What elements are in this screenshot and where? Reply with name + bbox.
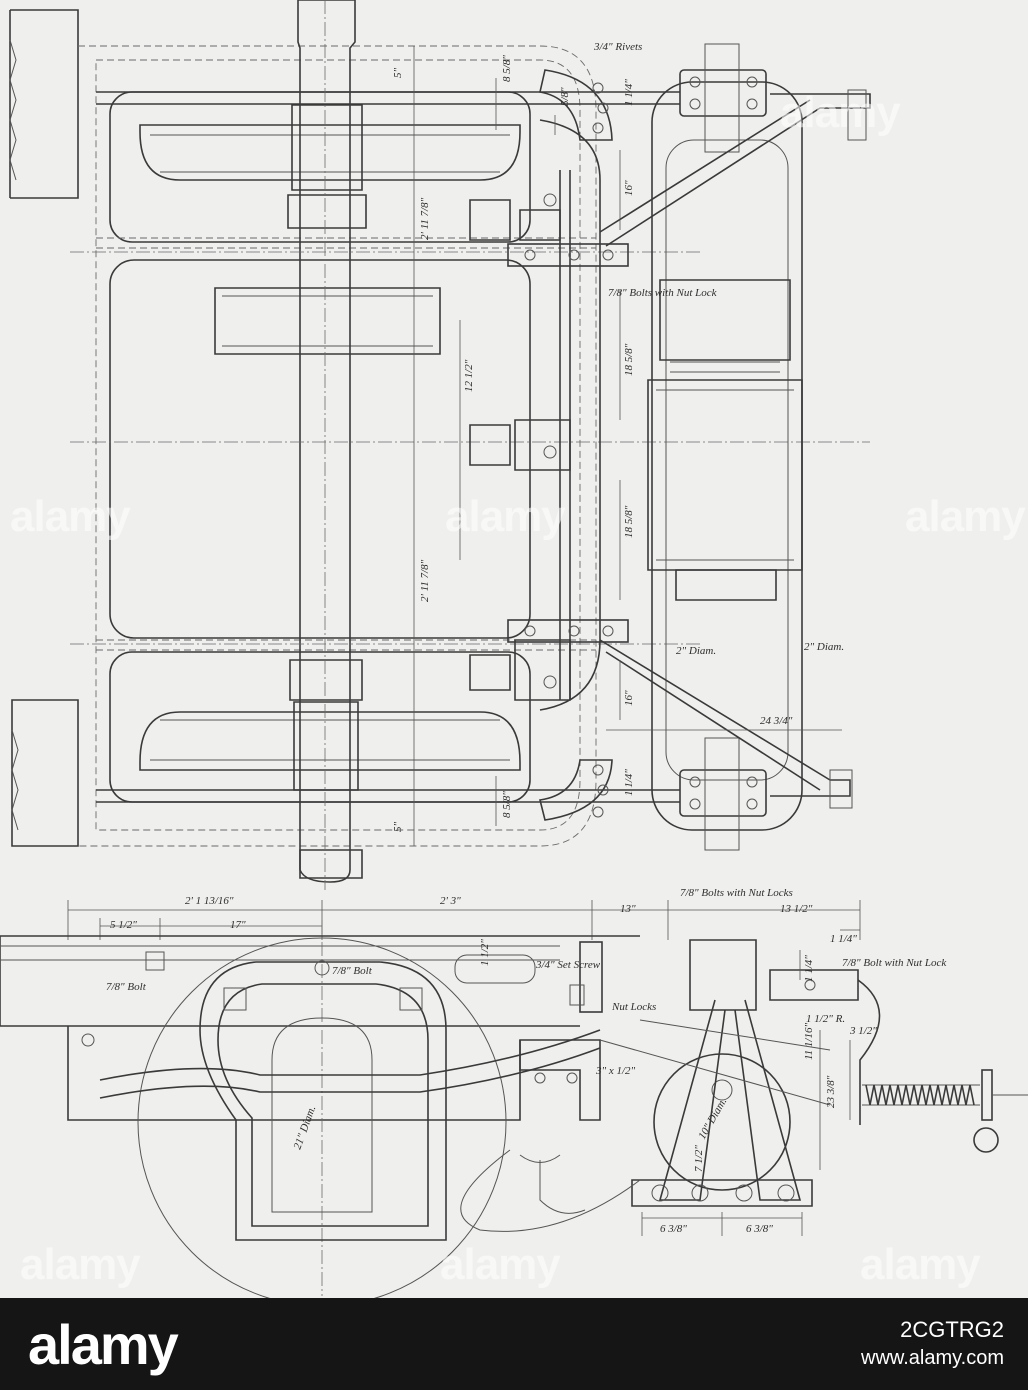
footer-bar: alamy 2CGTRG2 www.alamy.com: [0, 1298, 1028, 1390]
label-dim-1-1-4-right: 1 1/4": [830, 933, 857, 945]
label-dim-5-bottom: 5": [392, 822, 404, 833]
label-dim-13-1-2: 13 1/2": [780, 903, 813, 915]
axle: [297, 0, 356, 883]
label-dim-1-1-4-bottom: 1 1/4": [623, 769, 635, 796]
label-bar-3x1-2: 3" x 1/2": [595, 1065, 636, 1077]
adjusting-spring: [865, 1084, 975, 1106]
truck-frame-outline: [78, 45, 597, 847]
clamp-bottom: [679, 769, 767, 817]
motor-cylinder: [659, 279, 791, 361]
label-dim-16-bottom: 16": [623, 690, 635, 706]
label-dim-2-3: 2' 3": [440, 895, 461, 907]
label-dim-24-3-4: 24 3/4": [760, 715, 793, 727]
site-url[interactable]: www.alamy.com: [861, 1347, 1004, 1369]
label-dim-1-1-2: 1 1/2": [479, 939, 491, 966]
image-id: 2CGTRG2: [900, 1317, 1004, 1342]
label-bolt-left: 7/8" Bolt: [106, 981, 147, 993]
frame-box-middle: [109, 259, 531, 639]
pedestal: [199, 961, 447, 1241]
label-dim-2-11-7-8-bottom: 2' 11 7/8": [419, 559, 431, 602]
label-bolt-with-nut-lock: 7/8" Bolt with Nut Lock: [842, 957, 947, 969]
drawing-canvas: 3/4" Rivets 5" 8 5/8" 5/8" 1 1/4" 16" 2'…: [0, 0, 1028, 1298]
label-dim-12-1-2: 12 1/2": [463, 359, 475, 392]
label-dim-1-1-4-a: 1 1/4": [803, 955, 815, 982]
car-body-stub-bottom: [11, 699, 79, 847]
label-dim-5-1-2: 5 1/2": [110, 919, 137, 931]
label-nut-locks: Nut Locks: [611, 1001, 656, 1013]
label-dim-7-1-2: 7 1/2": [693, 1145, 705, 1172]
frame-box-top: [109, 91, 531, 243]
label-dim-8-5-8-bottom: 8 5/8": [501, 791, 513, 818]
bracket: [579, 941, 603, 1013]
label-dim-13: 13": [620, 903, 636, 915]
wheel-middle: [214, 287, 441, 355]
label-diam-2-right: 2" Diam.: [804, 641, 844, 653]
car-sill: [0, 935, 640, 1027]
label-dim-2-1-13-16: 2' 1 13/16": [185, 895, 234, 907]
motor-disc: [653, 1053, 791, 1191]
label-dim-2-11-7-8-top: 2' 11 7/8": [419, 197, 431, 240]
watermark-text: alamy: [905, 492, 1026, 541]
label-dim-5-8: 5/8": [559, 87, 571, 106]
equalizer-bar: [99, 1029, 601, 1081]
engineering-drawing: 3/4" Rivets 5" 8 5/8" 5/8" 1 1/4" 16" 2'…: [0, 0, 1028, 1298]
elevation-view: 2' 1 13/16" 2' 3" 13" 7/8" Bolts with Nu…: [0, 887, 1028, 1298]
plan-view: 3/4" Rivets 5" 8 5/8" 5/8" 1 1/4" 16" 2'…: [9, 0, 871, 890]
car-body-stub-top: [9, 9, 79, 199]
label-dim-17: 17": [230, 919, 246, 931]
label-dim-18-5-8-top: 18 5/8": [623, 343, 635, 376]
watermark-text: alamy: [780, 88, 901, 137]
label-dim-18-5-8-bottom: 18 5/8": [623, 505, 635, 538]
label-dim-1-1-2-r: 1 1/2" R.: [806, 1013, 845, 1025]
watermark-text: alamy: [440, 1240, 561, 1289]
watermark-text: alamy: [20, 1240, 141, 1289]
wheel-top: [139, 124, 521, 181]
label-dim-6-3-8-right: 6 3/8": [746, 1223, 773, 1235]
label-bolts-nut-lock: 7/8" Bolts with Nut Lock: [608, 287, 718, 299]
wheel-bottom: [139, 711, 521, 771]
label-bolt-center: 7/8" Bolt: [332, 965, 373, 977]
label-dim-3-1-2: 3 1/2": [849, 1025, 877, 1037]
label-diam-2-left: 2" Diam.: [676, 645, 716, 657]
watermark-text: alamy: [445, 492, 566, 541]
label-diam-21: 21" Diam.: [292, 1104, 319, 1151]
image-id-block: 2CGTRG2 www.alamy.com: [861, 1316, 1004, 1372]
label-dim-6-3-8-left: 6 3/8": [660, 1223, 687, 1235]
label-dim-11-1-16: 11 1/16": [803, 1023, 815, 1060]
frame-box-bottom: [109, 651, 531, 803]
label-dim-23-3-8: 23 3/8": [825, 1075, 837, 1108]
label-dim-1-1-4-top: 1 1/4": [623, 79, 635, 106]
label-set-screw: 3/4" Set Screw: [535, 959, 601, 971]
clamp-top: [679, 69, 767, 117]
label-bolts-nut-locks: 7/8" Bolts with Nut Locks: [680, 887, 793, 899]
label-rivets: 3/4" Rivets: [593, 41, 642, 53]
watermark-text: alamy: [860, 1240, 981, 1289]
watermark-text: alamy: [10, 492, 131, 541]
label-dim-8-5-8-top: 8 5/8": [501, 55, 513, 82]
alamy-logo[interactable]: alamy: [28, 1313, 179, 1376]
label-dim-16-top: 16": [623, 180, 635, 196]
label-dim-5-top: 5": [392, 68, 404, 79]
